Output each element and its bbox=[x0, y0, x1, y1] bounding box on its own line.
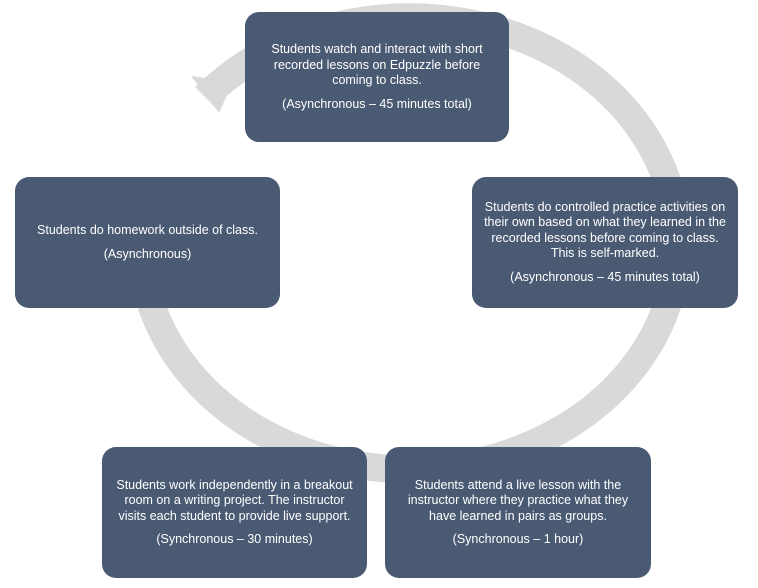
step-box-homework: Students do homework outside of class. (… bbox=[15, 177, 280, 308]
step-box-breakout-room: Students work independently in a breakou… bbox=[102, 447, 367, 578]
step-text: Students attend a live lesson with the i… bbox=[407, 477, 629, 523]
step-note: (Asynchronous) bbox=[103, 246, 192, 261]
step-text: Students do controlled practice activiti… bbox=[484, 199, 726, 261]
step-box-watch-lessons: Students watch and interact with short r… bbox=[245, 12, 509, 142]
step-note: (Asynchronous – 45 minutes total) bbox=[510, 269, 700, 284]
step-note: (Synchronous – 30 minutes) bbox=[156, 532, 313, 546]
step-note: (Asynchronous – 45 minutes total) bbox=[282, 96, 472, 111]
step-text: Students do homework outside of class. bbox=[37, 223, 258, 237]
cycle-arrowhead bbox=[191, 76, 233, 113]
step-box-live-lesson: Students attend a live lesson with the i… bbox=[385, 447, 651, 578]
step-box-controlled-practice: Students do controlled practice activiti… bbox=[472, 177, 738, 308]
step-text: Students work independently in a breakou… bbox=[116, 477, 353, 523]
step-note: (Synchronous – 1 hour) bbox=[452, 532, 584, 546]
step-text: Students watch and interact with short r… bbox=[271, 42, 483, 87]
